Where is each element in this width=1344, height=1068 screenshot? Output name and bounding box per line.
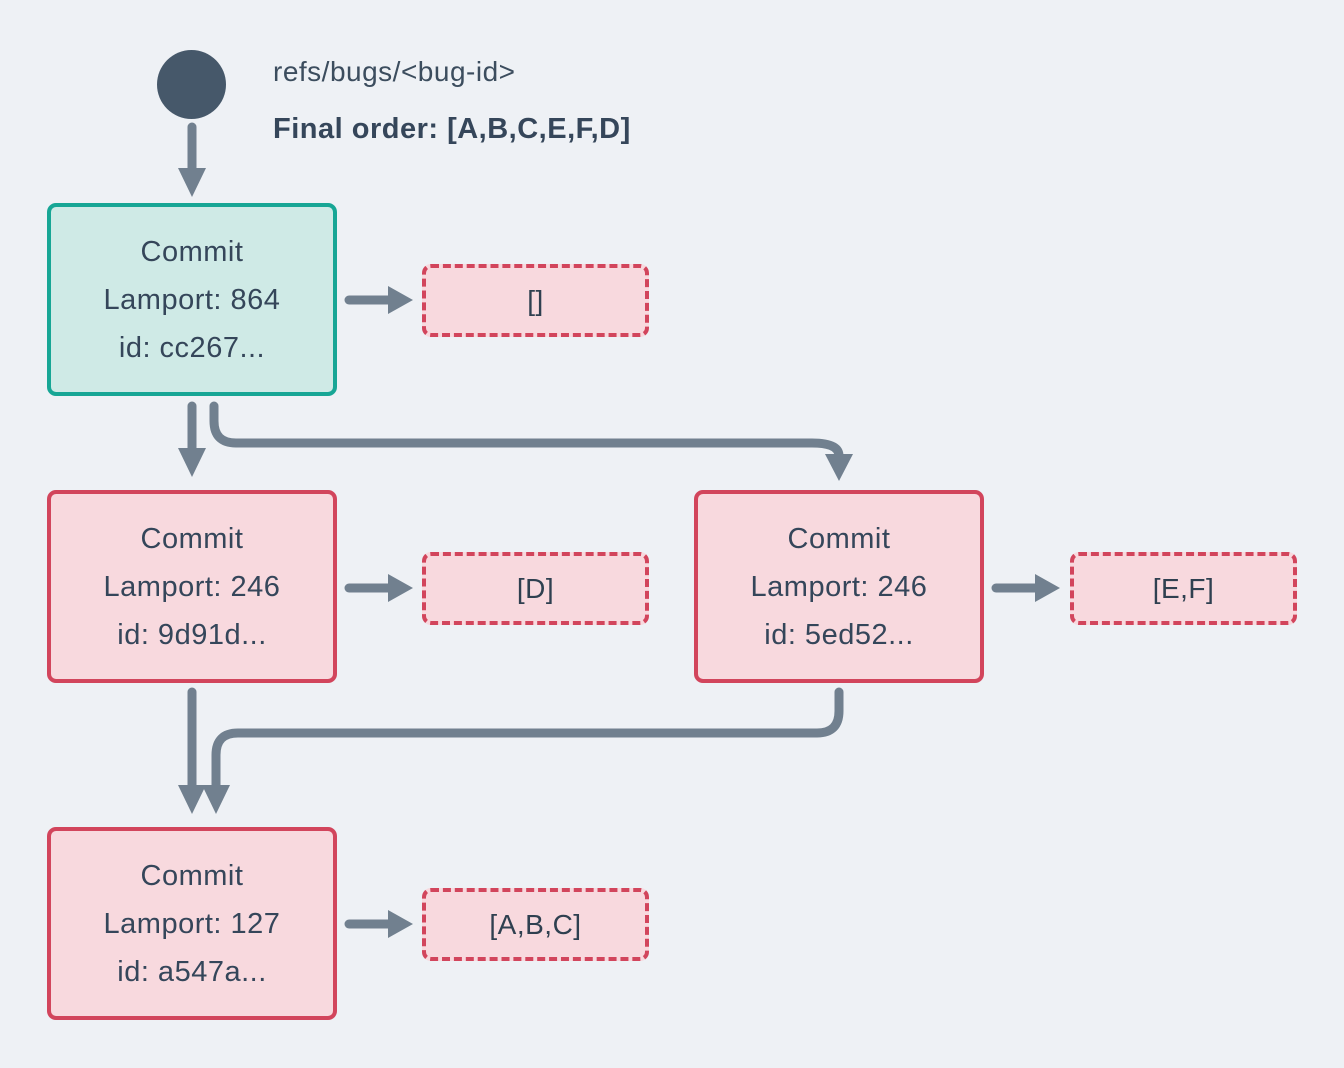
arrowhead-left-to-base — [178, 785, 206, 814]
commit-lamport: Lamport: 246 — [103, 570, 281, 603]
commit-title: Commit — [787, 522, 891, 555]
commit-id: id: 9d91d... — [117, 618, 267, 651]
commit-node-base: Commit Lamport: 127 id: a547a... — [47, 827, 337, 1020]
commit-title: Commit — [140, 235, 244, 268]
ref-name-label: refs/bugs/<bug-id> — [273, 56, 516, 87]
commit-title: Commit — [140, 859, 244, 892]
operations-list-base: [A,B,C] — [422, 888, 649, 961]
commit-lamport: Lamport: 127 — [103, 907, 281, 940]
commit-title: Commit — [140, 522, 244, 555]
commit-lamport: Lamport: 864 — [103, 283, 281, 316]
operations-text: [E,F] — [1152, 572, 1215, 604]
edge-root-to-right — [209, 401, 844, 461]
commit-node-branch-left: Commit Lamport: 246 id: 9d91d... — [47, 490, 337, 683]
arrowhead-ref-to-root — [178, 168, 206, 197]
edge-right-to-base — [211, 687, 844, 792]
operations-text: [] — [527, 284, 544, 316]
operations-list-root: [] — [422, 264, 649, 337]
arrowhead-root-to-right — [825, 454, 853, 481]
arrowhead-root-to-ops — [388, 286, 413, 314]
operations-list-branch-left: [D] — [422, 552, 649, 625]
commit-node-branch-right: Commit Lamport: 246 id: 5ed52... — [694, 490, 984, 683]
arrowhead-root-to-left — [178, 448, 206, 477]
commit-id: id: 5ed52... — [764, 618, 914, 651]
commit-lamport: Lamport: 246 — [750, 570, 928, 603]
arrowhead-right-to-base — [202, 785, 230, 814]
commit-node-root: Commit Lamport: 864 id: cc267... — [47, 203, 337, 396]
arrowhead-right-to-ops — [1035, 574, 1060, 602]
final-order-label: Final order: [A,B,C,E,F,D] — [273, 113, 631, 145]
arrowhead-base-to-ops — [388, 910, 413, 938]
ref-head-dot — [157, 50, 226, 119]
arrowhead-left-to-ops — [388, 574, 413, 602]
operations-list-branch-right: [E,F] — [1070, 552, 1297, 625]
operations-text: [D] — [516, 572, 555, 604]
operations-text: [A,B,C] — [489, 908, 582, 940]
commit-id: id: a547a... — [117, 955, 267, 988]
commit-id: id: cc267... — [118, 331, 266, 364]
